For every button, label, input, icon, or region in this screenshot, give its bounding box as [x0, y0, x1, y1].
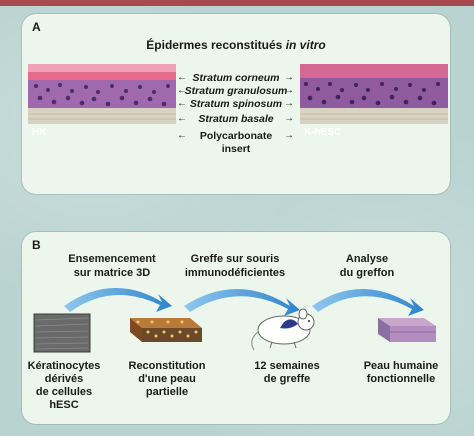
keratinocytes-image — [33, 313, 91, 353]
panel-a-title-italic: in vitro — [285, 38, 326, 52]
step-1-title: Ensemencement sur matrice 3D — [52, 252, 172, 280]
caption-1-line-4: hESC — [49, 399, 79, 411]
layer-basale: Stratum basale — [198, 113, 274, 125]
caption-1-line-1: Kératinocytes — [27, 360, 101, 372]
human-skin-image — [378, 318, 436, 342]
tissue-khesc — [300, 64, 448, 124]
layer-granulosum: Stratum granulosum — [184, 85, 288, 97]
caption-keratinocytes: Kératinocytes dérivés de cellules hESC — [26, 360, 102, 412]
layer-insert: insert — [221, 143, 251, 155]
arrow-right-3: → — [284, 98, 294, 109]
panel-a-label: A — [32, 20, 41, 34]
step-1-line-1: Ensemencement — [68, 253, 156, 265]
curved-arrow-1 — [64, 287, 172, 312]
caption-3-line-2: de greffe — [263, 373, 311, 385]
caption-3-line-1: 12 semaines — [254, 360, 320, 372]
panel-b-label: B — [32, 238, 41, 252]
caption-1-line-2: dérivés — [44, 373, 84, 385]
caption-4-line-2: fonctionnelle — [366, 373, 436, 385]
panel-b-graphics — [33, 287, 436, 353]
panel-a-title-main: Épidermes reconstitués — [146, 38, 286, 52]
caption-2-line-2: d'une peau — [138, 373, 196, 385]
step-3-line-1: Analyse — [345, 253, 389, 265]
arrow-left-1: ← — [177, 72, 187, 83]
arrow-left-3: ← — [177, 98, 187, 109]
step-2-title: Greffe sur souris immunodéficientes — [170, 252, 300, 280]
step-2-line-2: immunodéficientes — [184, 267, 286, 279]
arrow-right-4: → — [284, 113, 294, 124]
curved-arrow-3 — [312, 289, 424, 316]
step-3-line-2: du greffon — [339, 267, 395, 279]
panel-b: B Ensemencement sur matrice 3D Greffe su… — [22, 232, 450, 424]
layer-corneum: Stratum corneum — [192, 72, 280, 84]
reconstitution-image — [130, 318, 202, 342]
step-3-title: Analyse du greffon — [312, 252, 422, 280]
layer-spinosum: Stratum spinosum — [189, 98, 283, 110]
curved-arrow-2 — [184, 289, 300, 316]
tissue-hk-image — [28, 64, 176, 124]
arrow-left-5: ← — [177, 130, 187, 141]
caption-12-weeks: 12 semaines de greffe — [242, 360, 332, 386]
tissue-khesc-image — [300, 64, 448, 124]
caption-human-skin: Peau humaine fonctionnelle — [356, 360, 446, 386]
step-1-line-2: sur matrice 3D — [73, 267, 151, 279]
step-2-line-1: Greffe sur souris — [190, 253, 280, 265]
caption-reconstitution: Reconstitution d'une peau partielle — [122, 360, 212, 399]
caption-4-line-1: Peau humaine — [363, 360, 439, 372]
caption-2-line-1: Reconstitution — [128, 360, 206, 372]
top-border — [0, 0, 474, 6]
tissue-hk — [28, 64, 176, 124]
layer-polycarbonate: Polycarbonate — [199, 130, 273, 142]
mouse-image — [251, 308, 315, 351]
panel-a: A Épidermes reconstitués in vitro — [22, 14, 450, 194]
arrow-left-4: ← — [177, 113, 187, 124]
hk-label: HK — [32, 127, 47, 138]
arrow-right-1: → — [284, 72, 294, 83]
caption-2-line-3: partielle — [145, 386, 189, 398]
arrow-left-2: ← — [177, 85, 187, 96]
panel-a-title: Épidermes reconstitués in vitro — [22, 38, 450, 52]
arrow-right-2: → — [284, 85, 294, 96]
khesc-label: K-hESC — [304, 127, 342, 138]
caption-1-line-3: de cellules — [35, 386, 93, 398]
arrow-right-5: → — [284, 130, 294, 141]
